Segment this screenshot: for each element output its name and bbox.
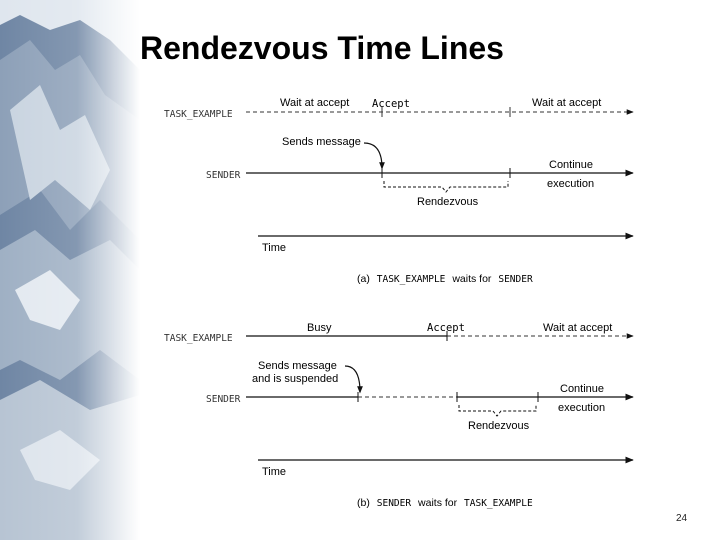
rendezvous-brace-b xyxy=(458,405,537,417)
caption-b-task: TASK_EXAMPLE xyxy=(464,498,533,509)
sender-label-b: SENDER xyxy=(206,394,241,405)
time-label-a: Time xyxy=(262,242,286,254)
sends-message-label-b1: Sends message xyxy=(258,360,337,372)
caption-a-task: TASK_EXAMPLE xyxy=(377,274,446,285)
task-example-label-a: TASK_EXAMPLE xyxy=(164,109,233,120)
caption-b-sender: SENDER xyxy=(377,498,412,509)
caption-b: (b) SENDER waits for TASK_EXAMPLE xyxy=(357,497,533,509)
task-example-label-b: TASK_EXAMPLE xyxy=(164,333,233,344)
wait-at-accept-label-a2: Wait at accept xyxy=(532,97,601,109)
execution-label-b: execution xyxy=(558,402,605,414)
slide-title: Rendezvous Time Lines xyxy=(140,30,504,66)
time-label-b: Time xyxy=(262,466,286,478)
caption-a-mid: waits for xyxy=(451,273,492,285)
caption-a: (a) TASK_EXAMPLE waits for SENDER xyxy=(357,273,533,285)
execution-label-a: execution xyxy=(547,178,594,190)
sends-message-label-b2: and is suspended xyxy=(252,373,338,385)
continue-label-b: Continue xyxy=(560,383,604,395)
rendezvous-brace-a xyxy=(383,181,509,193)
caption-a-sender: SENDER xyxy=(498,274,533,285)
sender-label-a: SENDER xyxy=(206,170,241,181)
mountain-background-image xyxy=(0,0,140,540)
page-number: 24 xyxy=(676,513,688,524)
busy-label-b: Busy xyxy=(307,322,332,334)
rendezvous-label-b: Rendezvous xyxy=(468,420,530,432)
sends-message-arrow-a xyxy=(363,142,385,170)
wait-at-accept-label-a1: Wait at accept xyxy=(280,97,349,109)
diagram-b: TASK_EXAMPLE Busy Accept Wait at accept … xyxy=(164,322,634,509)
accept-label-b: Accept xyxy=(427,322,465,334)
sends-message-arrow-b xyxy=(344,365,363,394)
accept-label-a: Accept xyxy=(372,98,410,110)
continue-label-a: Continue xyxy=(549,159,593,171)
caption-b-prefix: (b) xyxy=(357,497,370,509)
sends-message-label-a: Sends message xyxy=(282,136,361,148)
diagram-a: TASK_EXAMPLE Wait at accept Accept Wait … xyxy=(164,97,634,285)
caption-a-prefix: (a) xyxy=(357,273,370,285)
wait-at-accept-label-b: Wait at accept xyxy=(543,322,612,334)
caption-b-mid: waits for xyxy=(417,497,458,509)
rendezvous-label-a: Rendezvous xyxy=(417,196,479,208)
